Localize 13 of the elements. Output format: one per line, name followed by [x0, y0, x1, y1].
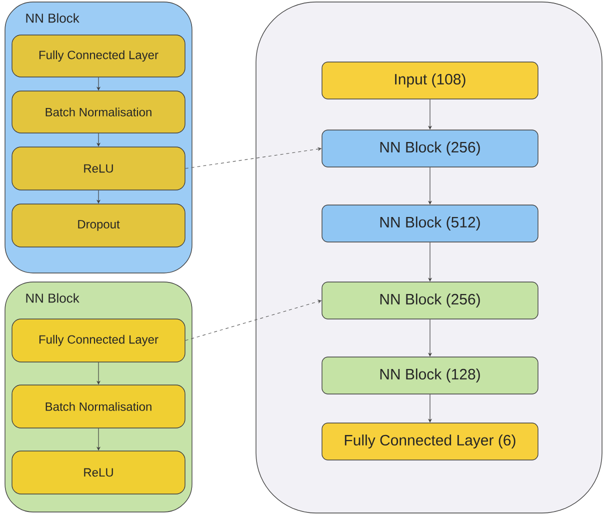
layer-box: Batch Normalisation	[12, 90, 186, 134]
layer-box: Fully Connected Layer (6)	[322, 422, 538, 460]
layer-box: NN Block (512)	[322, 204, 538, 242]
layer-box: Fully Connected Layer	[12, 318, 186, 362]
layer-box: Fully Connected Layer	[12, 34, 186, 78]
layer-box: NN Block (256)	[322, 282, 538, 320]
layer-box: ReLU	[12, 450, 186, 494]
layer-box: Input (108)	[322, 62, 538, 100]
layer-box: NN Block (128)	[322, 356, 538, 394]
layer-box: NN Block (256)	[322, 130, 538, 168]
layer-box: ReLU	[12, 146, 186, 190]
layer-box: Batch Normalisation	[12, 384, 186, 428]
layer-box: Dropout	[12, 204, 186, 248]
